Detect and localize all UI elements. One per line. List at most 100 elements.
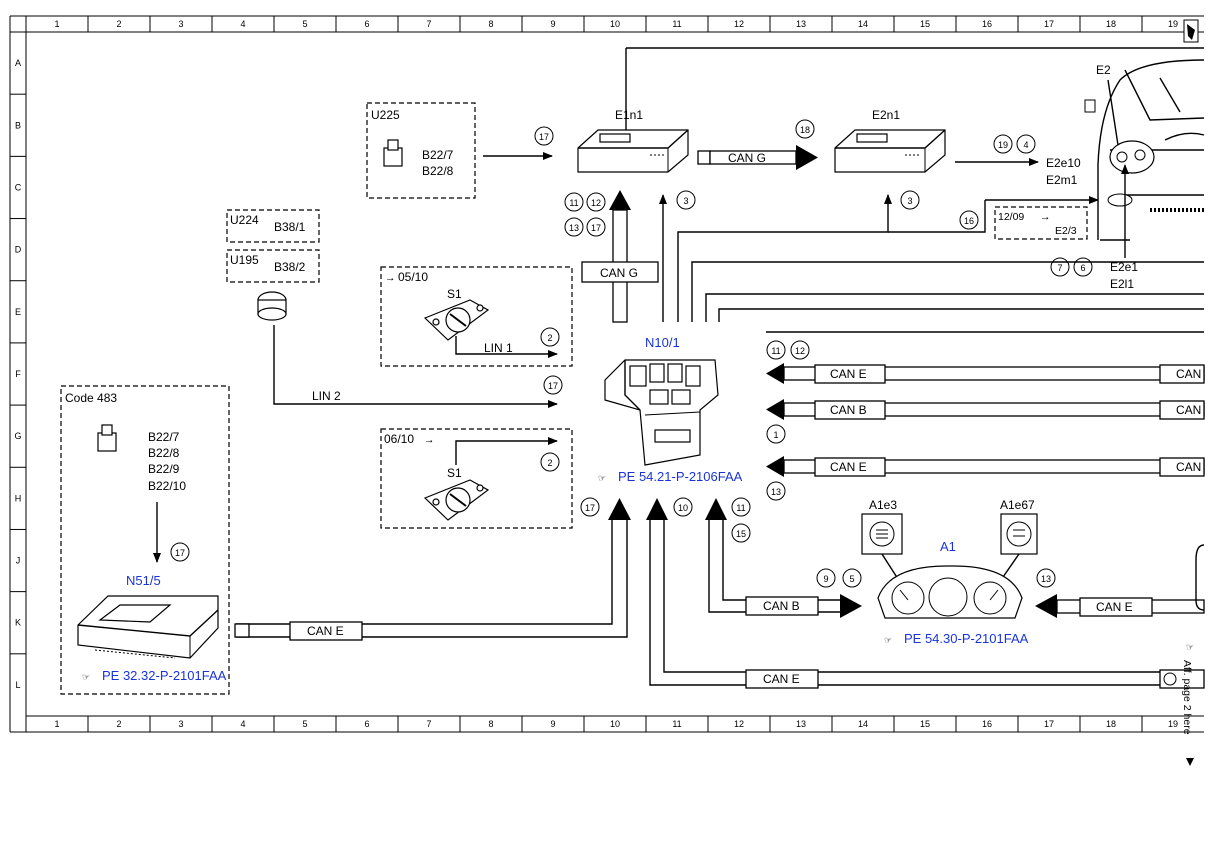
row-letter: H: [15, 493, 22, 503]
n51-5-module: [77, 595, 219, 659]
can-e-f-arrowhead: [766, 363, 784, 384]
label-e1n1: E1n1: [615, 108, 643, 122]
note-19: [993, 134, 1013, 154]
lin1-line: [455, 336, 558, 358]
u195-box: [226, 249, 320, 283]
can-e-l-arrowhead: [646, 498, 668, 520]
svg-text:2: 2: [547, 458, 552, 468]
row-letter: B: [15, 120, 21, 130]
svg-text:6: 6: [1080, 263, 1085, 273]
svg-text:13: 13: [771, 487, 781, 497]
note-13-a: [564, 217, 584, 237]
row-letter: G: [14, 431, 21, 441]
column-number: 13: [796, 719, 806, 729]
column-number: 4: [240, 19, 245, 29]
s1-top-label: S1: [447, 287, 462, 301]
lin2-label: LIN 2: [312, 389, 341, 403]
label-e2l1: E2l1: [1110, 277, 1134, 291]
column-number: 3: [178, 719, 183, 729]
svg-text:☞: ☞: [884, 635, 892, 645]
note-11-a: [564, 192, 584, 212]
can-g-arrowhead: [796, 145, 818, 170]
can-e-l-box: [745, 669, 819, 689]
column-number: 12: [734, 719, 744, 729]
note-14: [731, 523, 751, 543]
svg-text:12: 12: [591, 198, 601, 208]
label-e2: E2: [1096, 63, 1111, 77]
note-18: [795, 119, 815, 139]
code483-part-4: B22/10: [148, 479, 186, 493]
can-e-a1-arrowhead: [1035, 594, 1057, 618]
line-to-right-1: [691, 261, 1204, 322]
s1-bottom-date: 06/10: [384, 432, 414, 446]
can-e-k-box: [289, 621, 363, 641]
label-e2n1: E2n1: [872, 108, 900, 122]
note-3-b: [900, 190, 920, 210]
note-16: [543, 375, 563, 395]
note-4: [1016, 134, 1036, 154]
can-e-l-label: CAN E: [763, 672, 800, 686]
column-number: 4: [240, 719, 245, 729]
aff-page-label: Aff. page 2 here: [1181, 660, 1193, 735]
label-n51-5: N51/5: [126, 573, 161, 588]
sensor-icon: [257, 291, 287, 321]
can-g-plug: [697, 150, 711, 165]
column-number: 2: [116, 19, 121, 29]
can-e-k-label: CAN E: [307, 624, 344, 638]
code483-part-1: B22/7: [148, 430, 180, 444]
note-6: [673, 497, 693, 517]
label-a1e3: A1e3: [869, 498, 897, 512]
svg-text:→: →: [385, 272, 396, 284]
svg-text:9: 9: [823, 574, 828, 584]
a1e67-lamp: [1000, 513, 1038, 555]
can-e-k-arrowhead: [608, 498, 631, 520]
svg-text:18: 18: [800, 125, 810, 135]
column-number: 10: [610, 719, 620, 729]
svg-text:16: 16: [964, 216, 974, 226]
column-number: 7: [426, 19, 431, 29]
svg-text:7: 7: [1057, 263, 1062, 273]
svg-text:17: 17: [585, 503, 595, 513]
label-e2m1: E2m1: [1046, 173, 1078, 187]
can-b-k-box: [745, 596, 819, 616]
svg-text:1: 1: [773, 430, 778, 440]
note-11-b: [766, 340, 786, 360]
svg-text:11: 11: [569, 198, 578, 208]
svg-text:5: 5: [849, 574, 854, 584]
frame: [9, 15, 1204, 733]
s1-bottom-label: S1: [447, 466, 462, 480]
column-number: 2: [116, 719, 121, 729]
u225-part-2: B22/8: [422, 164, 454, 178]
n10-1-module: [604, 359, 719, 466]
label-n10-1: N10/1: [645, 335, 680, 350]
note-1: [766, 424, 786, 444]
column-number: 15: [920, 19, 930, 29]
svg-text:☞: ☞: [82, 672, 90, 682]
note-17-c: [170, 542, 190, 562]
vehicle-front-illustration: [1084, 59, 1205, 241]
column-number: 9: [550, 719, 555, 729]
e2-sub-part: E2/3: [1055, 225, 1077, 237]
note-17-d: [580, 497, 600, 517]
note-12-a: [586, 192, 606, 212]
switch-icon: [383, 139, 403, 167]
column-number: 3: [178, 19, 183, 29]
label-a1e67: A1e67: [1000, 498, 1035, 512]
row-letter: J: [16, 556, 21, 566]
row-letter: C: [15, 182, 22, 192]
column-number: 5: [302, 719, 307, 729]
svg-text:19: 19: [998, 140, 1008, 150]
can-e-h-arrowhead: [766, 456, 784, 477]
can-b-g-arrowhead: [766, 399, 784, 420]
can-f-right-label: CAN: [1176, 367, 1201, 381]
can-e-f-label: CAN E: [830, 367, 867, 381]
line-to-right-3: [718, 308, 1204, 322]
svg-text:15: 15: [736, 529, 746, 539]
code483-part-2: B22/8: [148, 446, 180, 460]
can-g-vertical-arrowhead: [609, 190, 631, 210]
svg-text:12: 12: [795, 346, 805, 356]
svg-text:10: 10: [678, 503, 688, 513]
column-number: 14: [858, 19, 868, 29]
